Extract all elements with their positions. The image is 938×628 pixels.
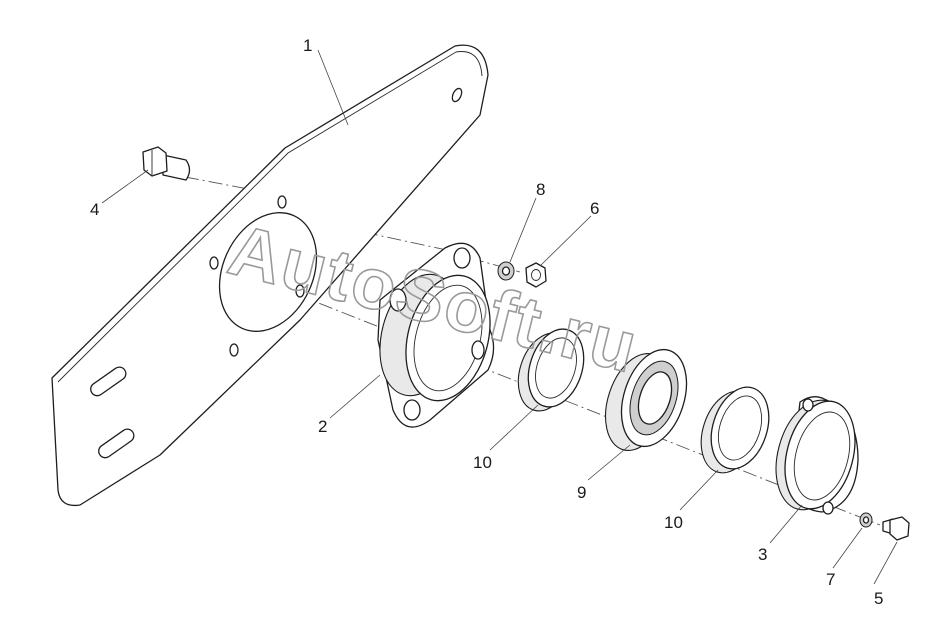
- callout-4: 4: [90, 200, 99, 219]
- callout-8: 8: [536, 180, 545, 199]
- callout-6: 6: [590, 199, 599, 218]
- washer-7: [859, 512, 873, 528]
- nut-6: [525, 262, 547, 288]
- seal-ring-10a: [517, 328, 585, 412]
- mounting-plate: [51, 44, 489, 507]
- callout-10-second: 10: [664, 513, 683, 532]
- seal-ring-10b: [700, 386, 770, 474]
- callout-labels: 1 2 3 4 5 6 7 8 9 10 10: [90, 36, 883, 608]
- housing-cover-3: [775, 396, 859, 515]
- callout-7: 7: [826, 570, 835, 589]
- bearing-housing: [377, 242, 495, 428]
- washer-8: [497, 261, 515, 281]
- callout-2: 2: [318, 417, 327, 436]
- callout-3: 3: [758, 545, 767, 564]
- callout-5: 5: [874, 589, 883, 608]
- leader-lines: [101, 49, 898, 585]
- bolt-5: [882, 516, 910, 541]
- bolt-4: [142, 146, 191, 181]
- callout-10-first: 10: [473, 453, 492, 472]
- bearing-9: [605, 348, 688, 451]
- callout-1: 1: [303, 36, 312, 55]
- callout-9: 9: [577, 483, 586, 502]
